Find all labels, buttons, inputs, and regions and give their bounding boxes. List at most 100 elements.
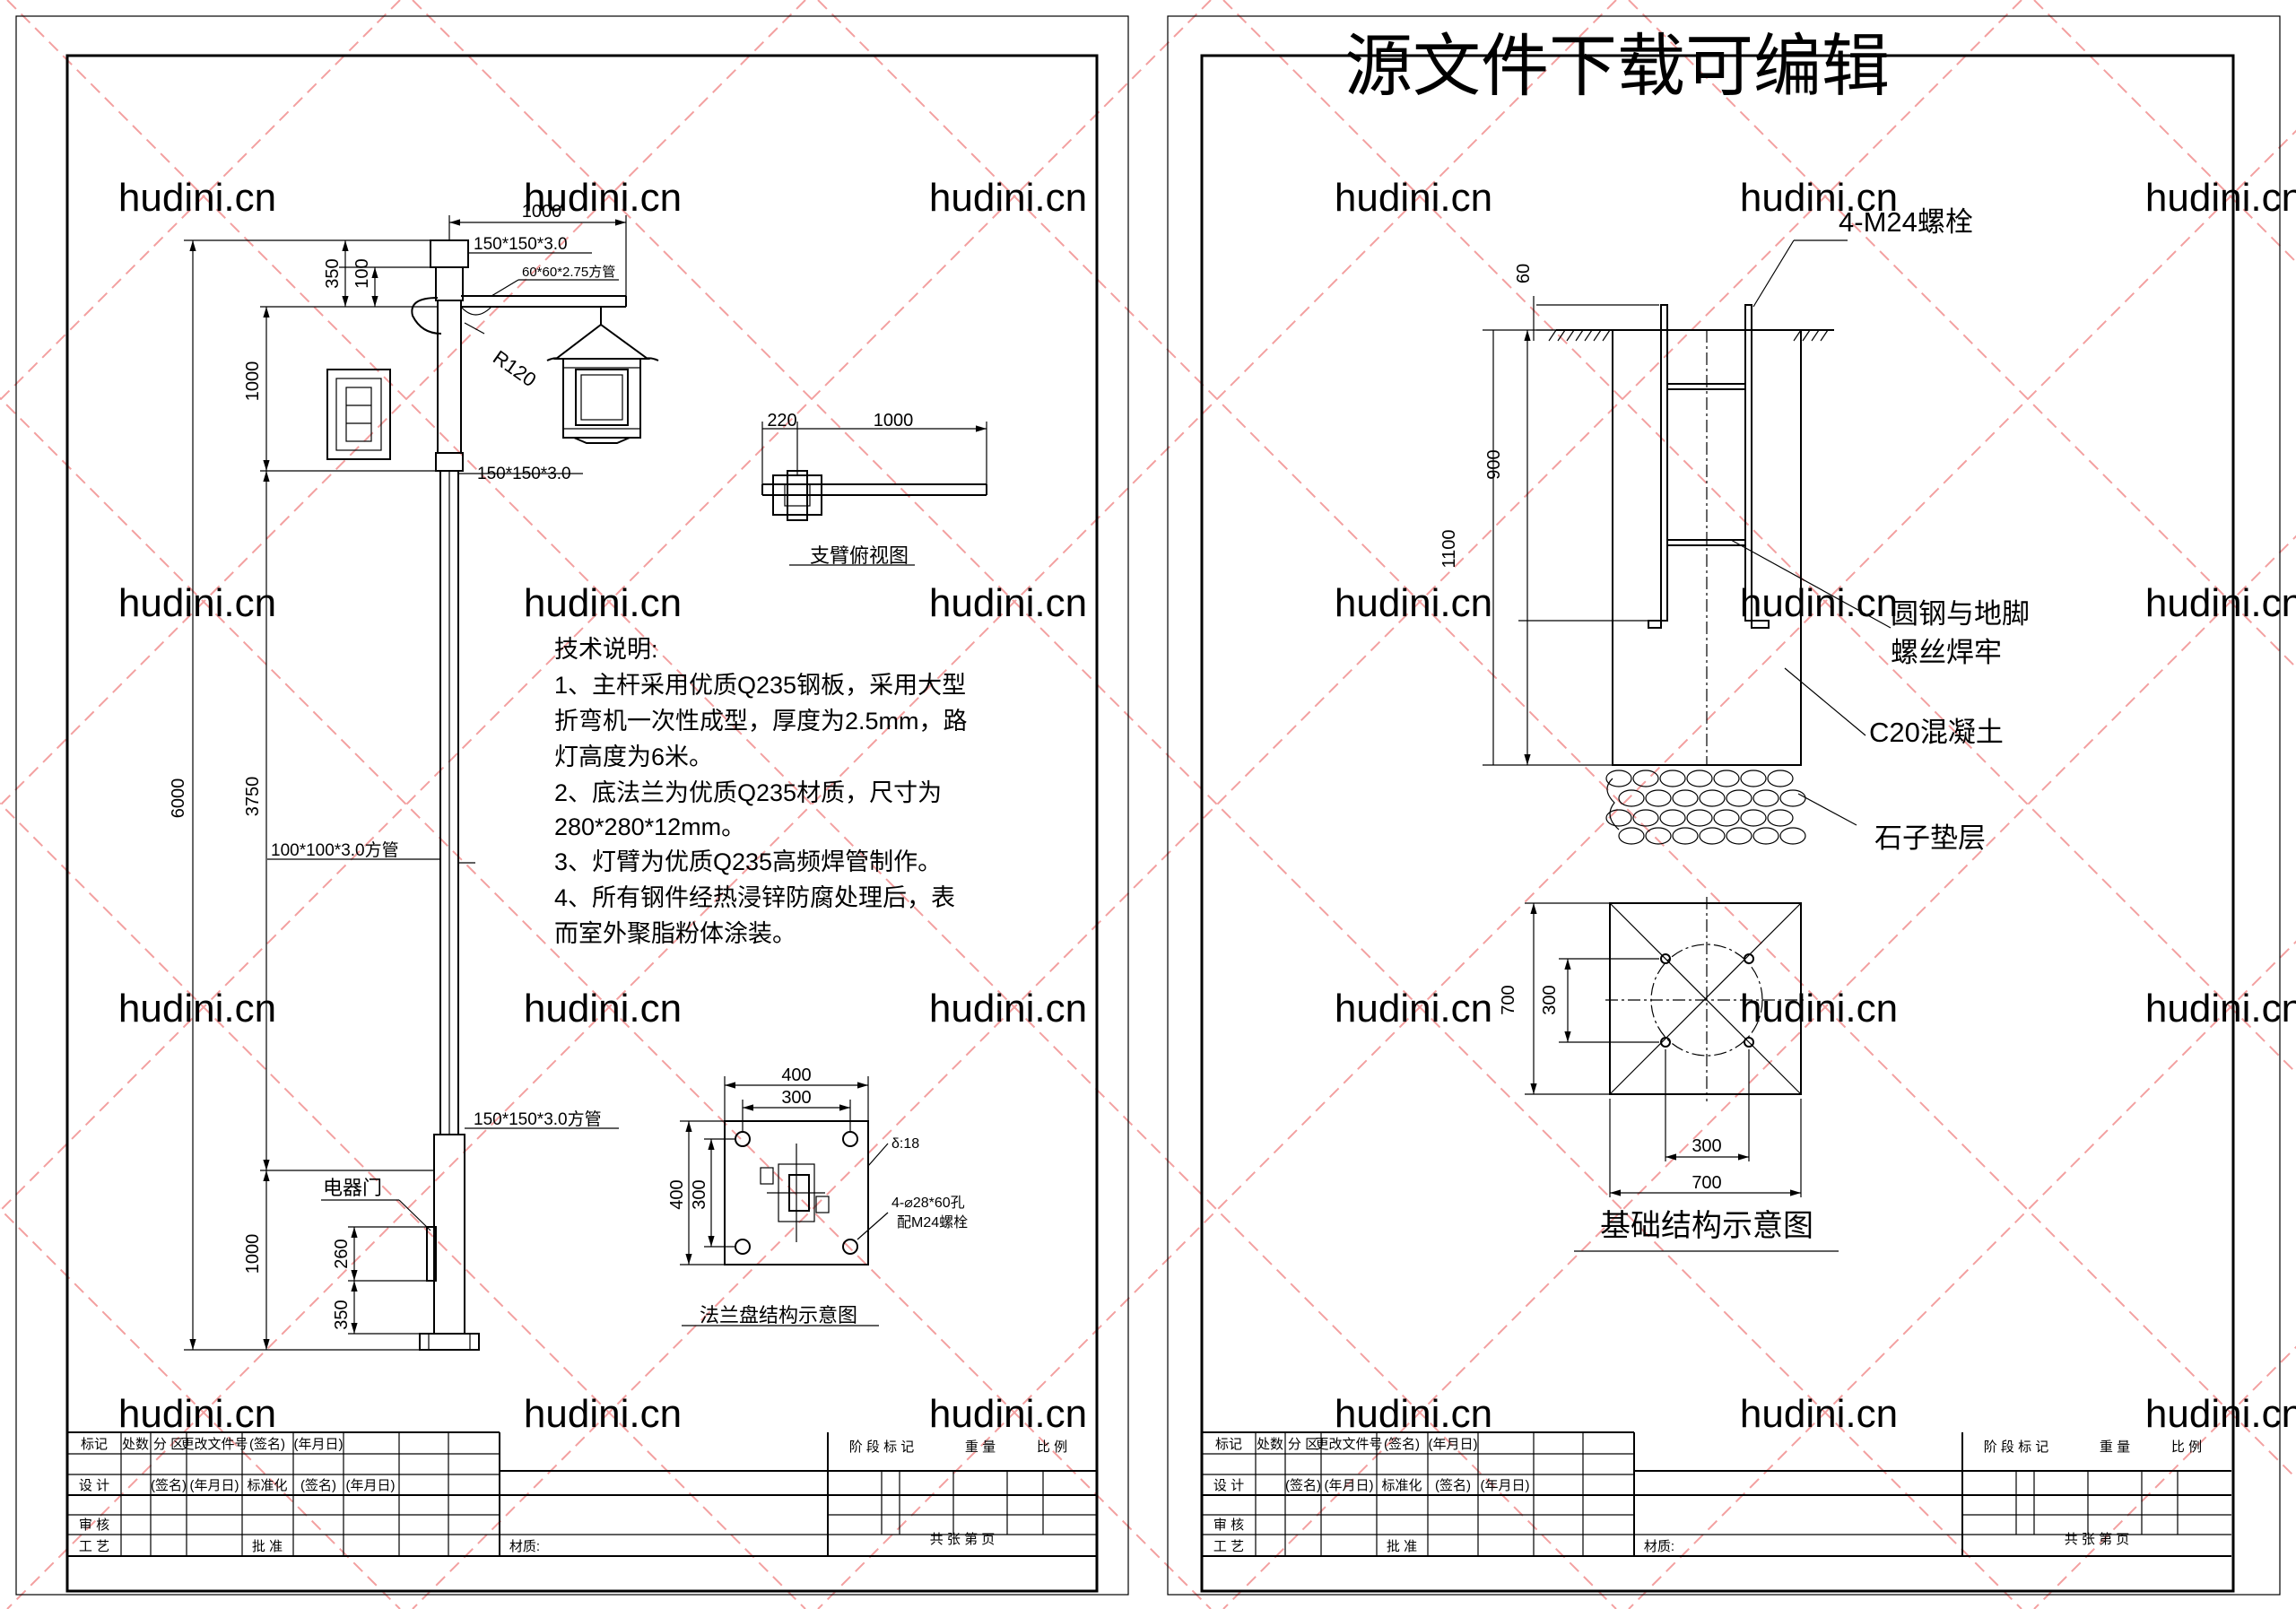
watermark-text-0: hudini.cn xyxy=(118,176,276,220)
foundation-dim-top: 60 xyxy=(1514,264,1534,283)
tb-row2-1: (签名) xyxy=(1285,1478,1321,1493)
dim-cap-sub: 100 xyxy=(352,258,372,288)
flange-holes: 4-⌀28*60孔 xyxy=(891,1195,965,1211)
dim-total-height: 6000 xyxy=(169,778,188,819)
tb-row4-0: 工 艺 xyxy=(1213,1539,1244,1554)
tb-row1-2: 分 区 xyxy=(153,1437,184,1452)
flange-dim-inner-w: 300 xyxy=(781,1088,811,1108)
watermark-text-19: hudini.cn xyxy=(524,1392,682,1436)
tb-row2-3: 标准化 xyxy=(247,1478,287,1493)
notes-line-2: 折弯机一次性成型，厚度为2.5mm，路 xyxy=(554,708,968,735)
foundation-plan: 700 300 300 700 基础结构示意图 xyxy=(1499,897,1839,1252)
watermark-text-18: hudini.cn xyxy=(118,1392,276,1436)
tb-row2-0: 设 计 xyxy=(79,1478,109,1493)
dim-bottom-section: 1000 xyxy=(243,1234,263,1274)
tb-row4-0: 工 艺 xyxy=(79,1539,109,1554)
watermark-text-8: hudini.cn xyxy=(929,581,1087,625)
watermark-text-11: hudini.cn xyxy=(2145,581,2296,625)
pole-dimensions xyxy=(184,215,627,1351)
watermark-text-23: hudini.cn xyxy=(2145,1392,2296,1436)
notes-line-6: 3、灯臂为优质Q235高频焊管制作。 xyxy=(554,848,942,875)
watermark-text-9: hudini.cn xyxy=(1335,581,1492,625)
label-base-tube: 150*150*3.0方管 xyxy=(474,1109,602,1129)
plan-caption: 基础结构示意图 xyxy=(1600,1209,1813,1243)
watermark-text-16: hudini.cn xyxy=(1740,987,1898,1031)
flange-dim-inner-h: 300 xyxy=(690,1179,709,1209)
flange-dim-outer-w: 400 xyxy=(781,1065,811,1085)
arm-top-view-caption: 支臂俯视图 xyxy=(810,544,909,567)
tb-row1-0: 标记 xyxy=(81,1437,108,1452)
tb-row1-5: (年月日) xyxy=(1429,1437,1478,1452)
tb-row2-2: (年月日) xyxy=(1325,1478,1374,1493)
pole-dim-labels: 6000 1000 3750 1000 350 100 1000 260 350… xyxy=(169,202,615,1330)
tb-stage: 阶 段 标 记 xyxy=(849,1439,915,1455)
watermark-text-14: hudini.cn xyxy=(929,987,1087,1031)
label-anchor-bolts: 4-M24螺栓 xyxy=(1839,206,1973,238)
dim-door-height: 260 xyxy=(332,1239,352,1268)
foundation-dim-1100: 1100 xyxy=(1439,529,1459,568)
notes-line-8: 而室外聚脂粉体涂装。 xyxy=(554,920,796,947)
dim-top-section: 1000 xyxy=(243,361,263,402)
tb-row1-4: (签名) xyxy=(1384,1437,1420,1452)
tb-row2-5: (年月日) xyxy=(346,1478,396,1493)
foundation-section: 4-M24螺栓 60 900 1100 圆钢与地脚 螺丝焊牢 C20混凝土 石子… xyxy=(1439,206,2030,854)
tb-row2-4: (签名) xyxy=(300,1478,336,1493)
side-plate-view xyxy=(326,369,391,460)
label-cap-tube: 150*150*3.0 xyxy=(474,235,568,254)
dim-mid-section: 3750 xyxy=(243,777,263,817)
foundation-dim-900: 900 xyxy=(1484,449,1504,479)
tb-sheets: 共 张 第 页 xyxy=(930,1531,996,1547)
flange-caption: 法兰盘结构示意图 xyxy=(700,1304,857,1326)
tb-row2-4: (签名) xyxy=(1435,1478,1471,1493)
tb-sheets: 共 张 第 页 xyxy=(2065,1531,2130,1547)
dim-cap-height: 350 xyxy=(323,258,343,288)
plan-dim-outer-v: 700 xyxy=(1499,985,1518,1014)
tb-row2-5: (年月日) xyxy=(1481,1478,1530,1493)
tb-weight: 重 量 xyxy=(965,1439,996,1455)
tb-weight: 重 量 xyxy=(2100,1439,2130,1455)
arm-top-view: 220 1000 支臂俯视图 xyxy=(761,411,987,567)
watermark-text-15: hudini.cn xyxy=(1335,987,1492,1031)
tb-row2-0: 设 计 xyxy=(1213,1478,1244,1493)
tb-material: 材质: xyxy=(1644,1539,1674,1554)
watermark-text-10: hudini.cn xyxy=(1740,581,1898,625)
tb-stage: 阶 段 标 记 xyxy=(1984,1439,2049,1455)
title-block-right: 标记处数分 区更改文件号(签名)(年月日)设 计(签名)(年月日)标准化(签名)… xyxy=(1202,1431,2231,1557)
label-weld-1: 圆钢与地脚 xyxy=(1891,598,2030,630)
watermark-text-3: hudini.cn xyxy=(1335,176,1492,220)
dim-arm-length: 1000 xyxy=(522,202,562,222)
gravel-layer xyxy=(1605,770,1806,845)
label-door: 电器门 xyxy=(323,1177,382,1199)
label-arm-tube: 60*60*2.75方管 xyxy=(522,265,615,280)
right-sheet-frame xyxy=(1167,15,2281,1596)
tb-row4-1: 批 准 xyxy=(1387,1539,1417,1554)
flange-plate-view: 400 300 400 300 δ:18 4-⌀28*60孔 配M24螺栓 法兰… xyxy=(667,1065,968,1326)
watermark-text-22: hudini.cn xyxy=(1740,1392,1898,1436)
left-sheet-frame xyxy=(15,15,1129,1596)
watermark-text-17: hudini.cn xyxy=(2145,987,2296,1031)
technical-notes: 技术说明: 1、主杆采用优质Q235钢板，采用大型 折弯机一次性成型，厚度为2.… xyxy=(554,636,968,947)
watermark-text-7: hudini.cn xyxy=(524,581,682,625)
title-block-left: 标记处数分 区更改文件号(签名)(年月日)设 计(签名)(年月日)标准化(签名)… xyxy=(67,1431,1097,1557)
notes-line-3: 灯高度为6米。 xyxy=(554,744,713,770)
tb-row3-0: 审 核 xyxy=(79,1518,109,1533)
flange-dim-outer-h: 400 xyxy=(667,1179,687,1209)
watermark-text-13: hudini.cn xyxy=(524,987,682,1031)
watermark-text-21: hudini.cn xyxy=(1335,1392,1492,1436)
tb-row1-0: 标记 xyxy=(1215,1437,1242,1452)
notes-line-4: 2、底法兰为优质Q235材质，尺寸为 xyxy=(554,779,942,806)
watermark-text-1: hudini.cn xyxy=(524,176,682,220)
tb-row1-3: 更改文件号 xyxy=(180,1437,248,1452)
tb-scale: 比 例 xyxy=(2171,1439,2202,1455)
label-gravel: 石子垫层 xyxy=(1874,822,1986,854)
watermark-text-layer: hudini.cn hudini.cn hudini.cn hudini.cn hudi… xyxy=(118,176,2296,1436)
flange-thickness: δ:18 xyxy=(891,1136,919,1152)
label-radius: R120 xyxy=(489,346,540,392)
watermark-text-4: hudini.cn xyxy=(1740,176,1898,220)
notes-line-1: 1、主杆采用优质Q235钢板，采用大型 xyxy=(554,672,966,699)
dim-arm-top-right: 1000 xyxy=(874,411,914,431)
tb-row3-0: 审 核 xyxy=(1213,1518,1244,1533)
tb-row1-5: (年月日) xyxy=(294,1437,344,1452)
tb-row1-2: 分 区 xyxy=(1288,1437,1318,1452)
